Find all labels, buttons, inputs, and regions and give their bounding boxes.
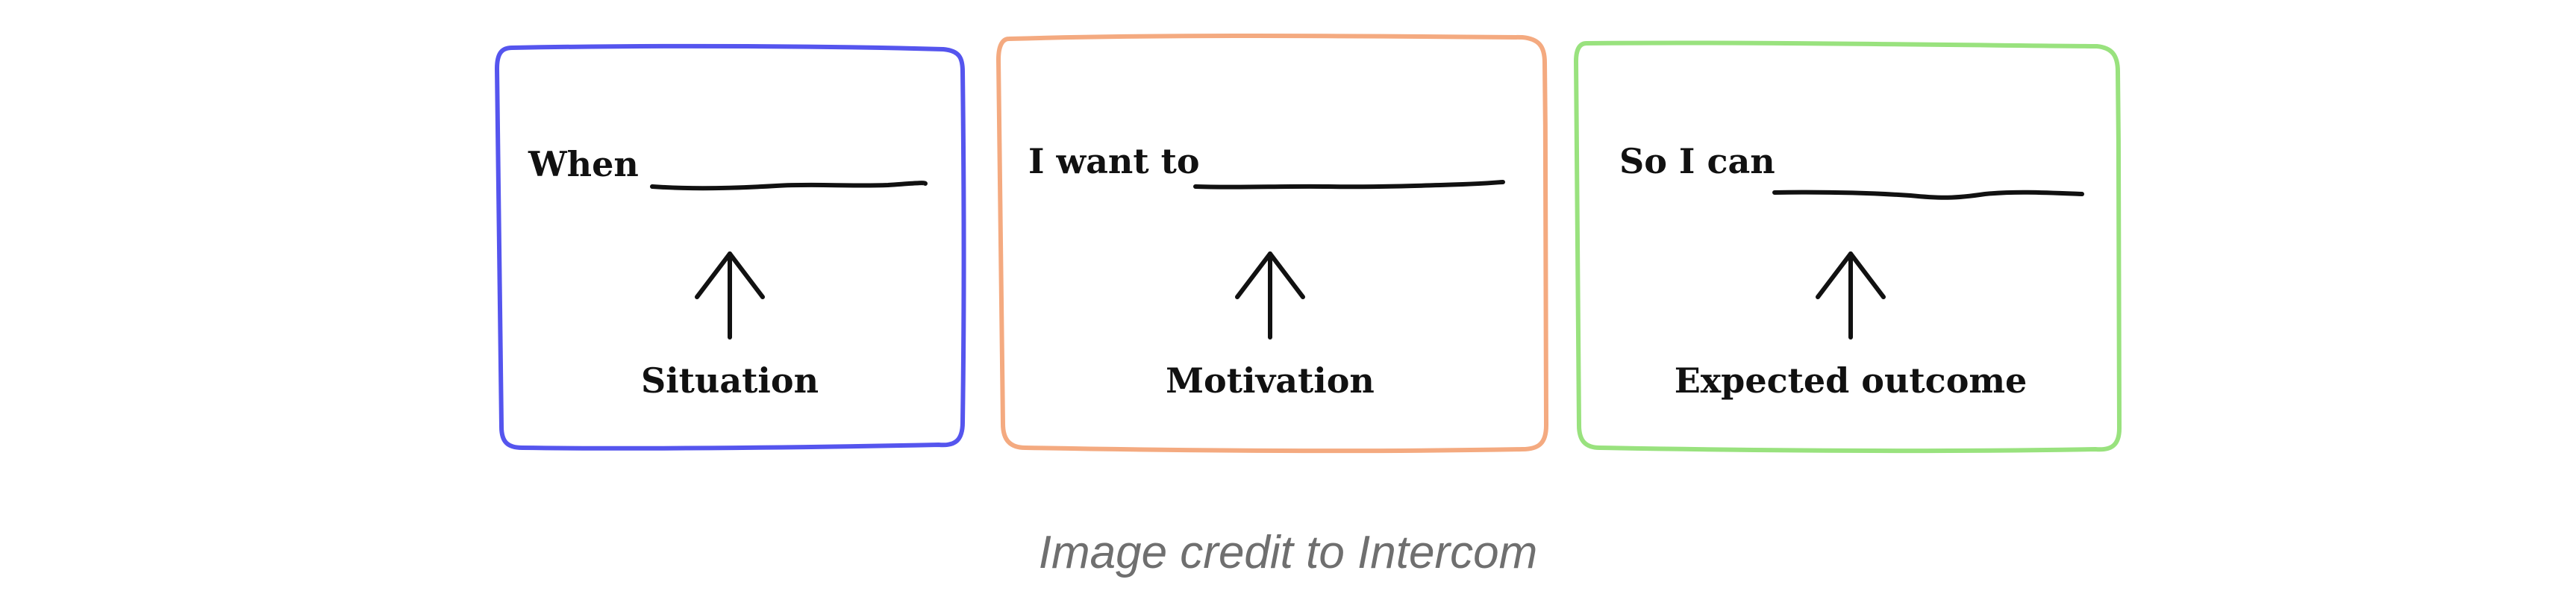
card-caption: Motivation <box>1166 360 1375 401</box>
up-arrow-icon <box>1235 251 1305 340</box>
card-expected-outcome: So I can Expected outcome <box>1574 40 2122 454</box>
card-situation: When Situation <box>495 43 966 451</box>
blank-line <box>650 181 928 191</box>
up-arrow-icon <box>695 251 765 340</box>
image-credit: Image credit to Intercom <box>1038 527 1538 578</box>
card-motivation: I want to Motivation <box>996 34 1548 454</box>
card-label: I want to <box>1028 141 1200 181</box>
card-caption: Expected outcome <box>1675 360 2028 401</box>
card-caption: Situation <box>641 360 819 401</box>
card-label: So I can <box>1619 141 1775 181</box>
card-label: When <box>528 144 639 184</box>
blank-line <box>1193 180 1505 190</box>
card-border <box>495 43 966 451</box>
up-arrow-icon <box>1816 251 1886 340</box>
card-border <box>996 34 1548 454</box>
card-border <box>1574 40 2122 454</box>
blank-line <box>1772 190 2084 200</box>
